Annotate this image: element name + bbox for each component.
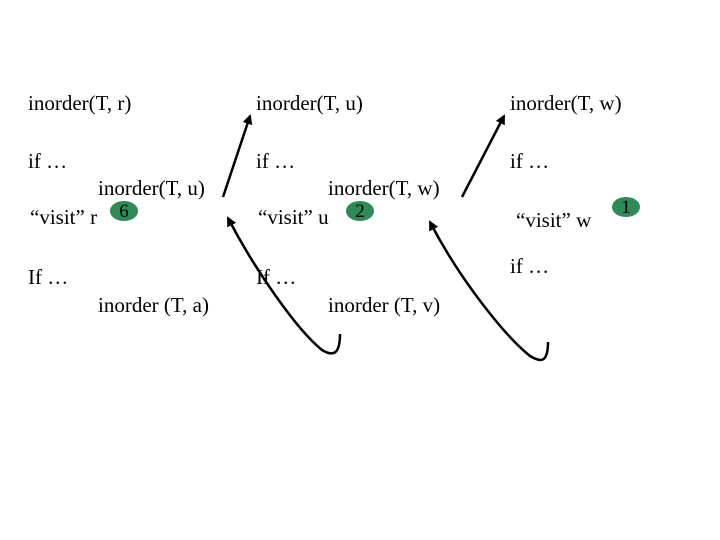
call-heading: inorder(T, w) bbox=[510, 91, 622, 115]
call-heading: inorder(T, r) bbox=[28, 91, 132, 115]
visit-order-badge: 1 bbox=[612, 197, 640, 217]
recursive-call-left: inorder(T, u) bbox=[98, 176, 205, 200]
recursive-call-right: inorder (T, v) bbox=[328, 293, 441, 317]
return-arrow-u-to-r bbox=[226, 216, 342, 355]
recursive-call-right: inorder (T, a) bbox=[98, 293, 209, 317]
call-arrow-r-to-u bbox=[221, 114, 253, 198]
visit-order-badge: 6 bbox=[110, 201, 138, 221]
return-arrow-w-to-u bbox=[428, 220, 550, 362]
if-line: If … bbox=[256, 265, 297, 289]
call-heading: inorder(T, u) bbox=[256, 91, 363, 115]
call-arrow-u-to-w bbox=[460, 114, 506, 198]
recursive-call-left: inorder(T, w) bbox=[328, 176, 440, 200]
if-line: if … bbox=[256, 149, 296, 173]
visit-order-badge: 2 bbox=[346, 201, 374, 221]
visit-label: “visit” w bbox=[516, 208, 592, 232]
if-line: if … bbox=[510, 254, 550, 278]
if-line: if … bbox=[28, 149, 68, 173]
visit-label: “visit” r bbox=[30, 205, 98, 229]
if-line: If … bbox=[28, 265, 69, 289]
if-line: if … bbox=[510, 149, 550, 173]
visit-label: “visit” u bbox=[258, 205, 329, 229]
